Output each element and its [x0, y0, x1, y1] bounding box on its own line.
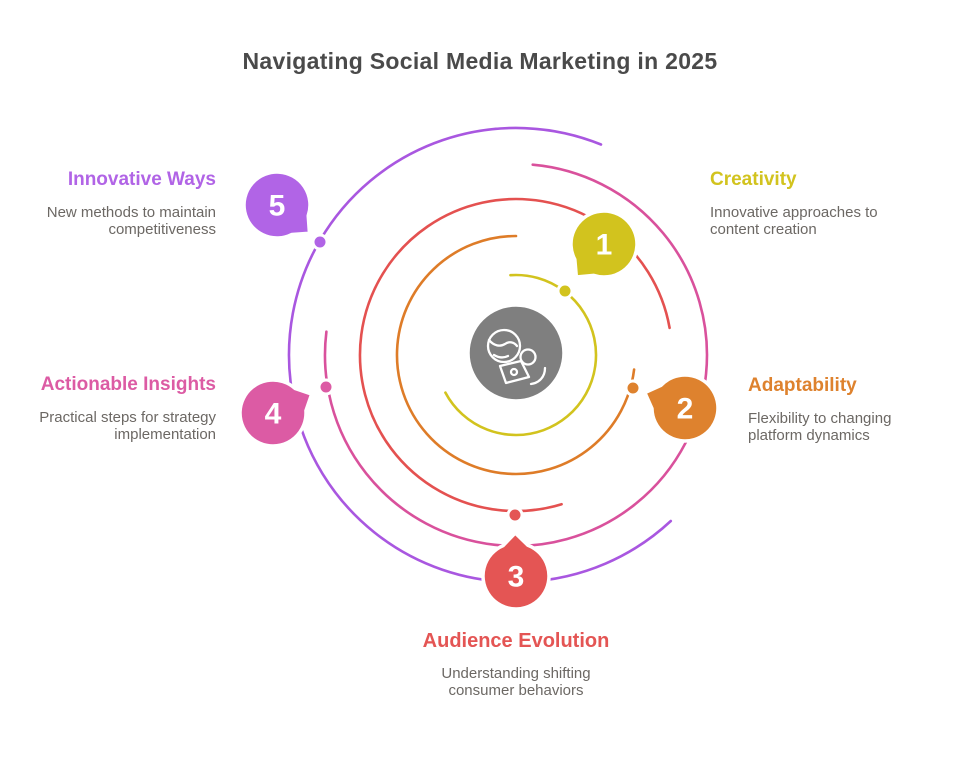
badge-number: 4 [265, 398, 282, 431]
step-badge-4: 4 [238, 378, 314, 448]
spiral-arc-4 [323, 163, 709, 548]
badge-number: 5 [269, 190, 286, 223]
item-description: Understanding shifting consumer behavior… [441, 665, 591, 700]
item-description: New methods to maintain competitiveness [46, 204, 216, 239]
arc-dot-1 [556, 282, 574, 300]
item-title: Creativity [710, 169, 797, 190]
center-circle [466, 303, 566, 403]
item-description: Innovative approaches to content creatio… [710, 204, 878, 239]
spiral-arc-2 [395, 234, 636, 476]
badge-bubble [569, 209, 639, 279]
arc-dot-2 [624, 379, 642, 397]
item-title: Adaptability [748, 375, 857, 396]
item-label-innovative-ways: Innovative Ways New methods to maintain … [20, 169, 216, 239]
item-title: Actionable Insights [40, 374, 216, 395]
badge-bubble [238, 378, 314, 448]
badge-number: 2 [677, 393, 694, 426]
badge-number: 3 [508, 561, 525, 594]
arc-dot-5 [311, 233, 329, 251]
badge-bubble [643, 373, 720, 443]
badge-bubble [242, 170, 312, 240]
arc-dot-3 [506, 506, 524, 524]
page-title: Navigating Social Media Marketing in 202… [242, 48, 718, 74]
step-badge-2: 2 [643, 373, 720, 443]
person-laptop-globe-icon [486, 328, 547, 386]
step-badge-1: 1 [569, 209, 639, 279]
item-description: Practical steps for strategy implementat… [39, 409, 216, 444]
step-badge-3: 3 [481, 531, 551, 611]
item-title: Audience Evolution [422, 630, 610, 652]
item-label-audience-evolution: Audience Evolution Understanding shiftin… [416, 630, 616, 700]
arc-dot-4 [317, 378, 335, 396]
item-label-actionable-insights: Actionable Insights Practical steps for … [20, 374, 216, 444]
badge-number: 1 [596, 229, 613, 262]
item-label-creativity: Creativity Innovative approaches to cont… [710, 169, 902, 239]
item-description: Flexibility to changing platform dynamic… [748, 410, 892, 445]
item-title: Innovative Ways [67, 169, 216, 190]
badge-bubble [481, 531, 551, 611]
item-label-adaptability: Adaptability Flexibility to changing pla… [748, 375, 920, 445]
step-badge-5: 5 [242, 170, 312, 240]
